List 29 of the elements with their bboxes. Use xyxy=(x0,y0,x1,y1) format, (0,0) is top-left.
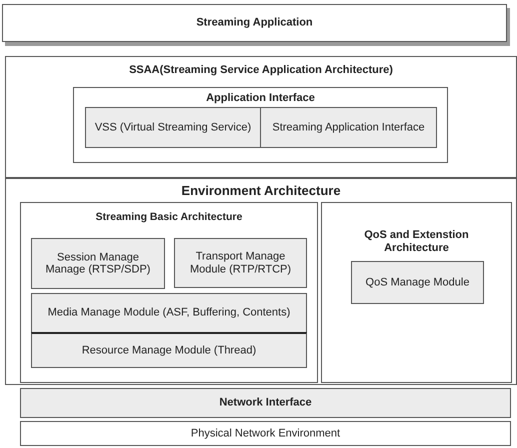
module-label: Media Manage Module (ASF, Buffering, Contents) xyxy=(46,306,292,320)
module-label: Network Interface xyxy=(218,396,313,410)
module-label: Session Manage Manage (RTSP/SDP) xyxy=(44,250,152,276)
module-box xyxy=(31,332,307,368)
panel-title: Application Interface xyxy=(205,92,316,105)
module-box xyxy=(31,293,307,333)
layer-bar xyxy=(20,421,511,446)
module-label: Transport Manage Module (RTP/RTCP) xyxy=(188,250,292,276)
panel-title: QoS and Extenstion Architecture xyxy=(363,229,470,254)
architecture-panel xyxy=(321,202,512,383)
module-box xyxy=(85,107,261,148)
module-label: Physical Network Environment xyxy=(190,427,342,440)
architecture-panel xyxy=(5,178,517,385)
panel-title: Streaming Basic Architecture xyxy=(94,211,244,224)
module-label: VSS (Virtual Streaming Service) xyxy=(94,121,252,134)
module-label: Streaming Application Interface xyxy=(271,121,426,134)
module-box xyxy=(260,107,437,148)
architecture-panel xyxy=(20,202,318,383)
module-box xyxy=(174,238,307,288)
module-label: Streaming Application xyxy=(195,16,314,30)
module-box xyxy=(351,261,484,304)
architecture-panel xyxy=(5,56,517,178)
interface-panel xyxy=(73,87,448,163)
module-label: Resource Manage Module (Thread) xyxy=(80,344,258,357)
panel-title: Environment Architecture xyxy=(180,184,342,199)
module-box xyxy=(31,238,165,289)
module-label: QoS Manage Module xyxy=(364,276,470,289)
panel-title: SSAA(Streaming Service Application Architecture) xyxy=(128,64,394,77)
layer-bar xyxy=(20,388,511,418)
